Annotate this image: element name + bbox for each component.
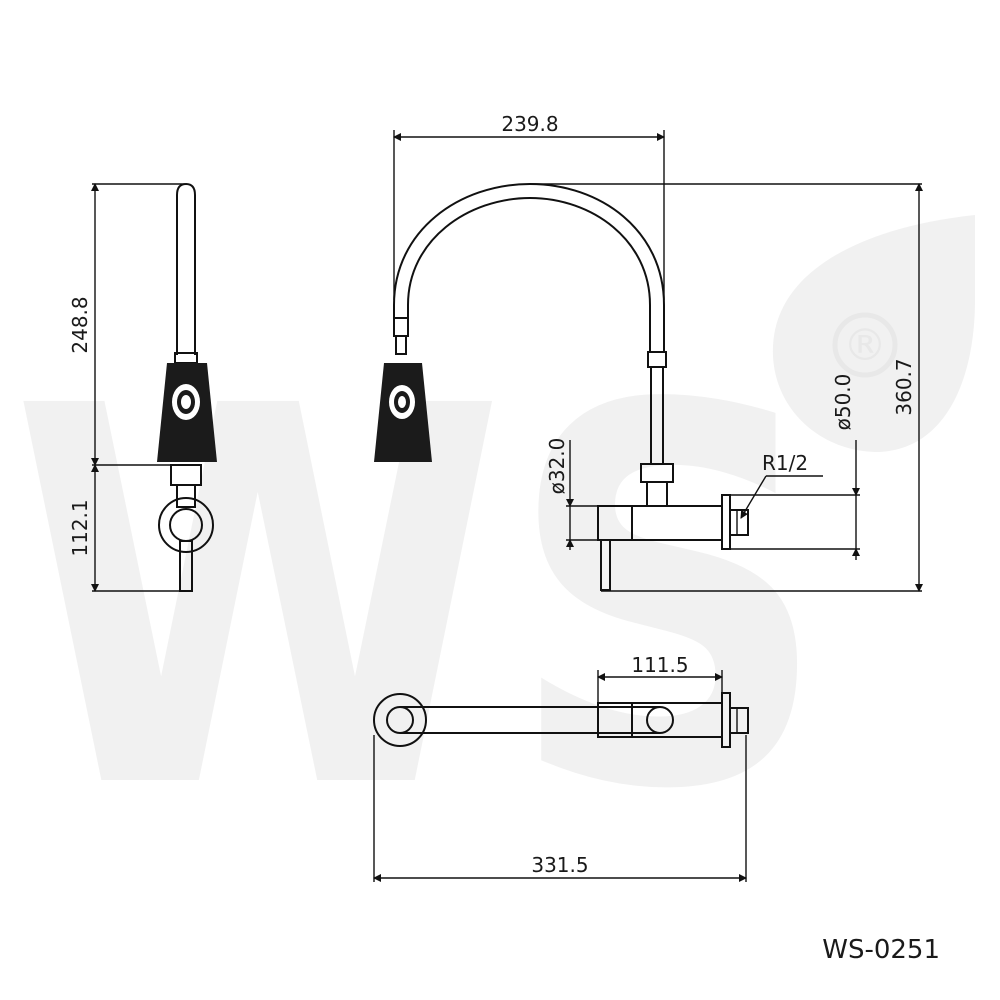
product-code: WS-0251 (822, 935, 940, 965)
top-view-thread (729, 707, 749, 734)
dim-thread: R1/2 (762, 451, 808, 475)
side-view-rod (176, 182, 196, 355)
watermark: WS ® (10, 215, 975, 903)
front-view-gooseneck-inner (407, 196, 651, 352)
dim-side-lower-height: 112.1 (68, 499, 92, 556)
dim-body-length: 111.5 (631, 653, 688, 677)
dim-body-diameter: ø50.0 (831, 374, 855, 431)
front-view-gooseneck-outer (393, 182, 665, 352)
front-view: 239.8 360.7 ø50.0 ø32.0 R1/2 (374, 112, 923, 592)
front-view-thread (729, 509, 749, 536)
registered-mark-circle (832, 312, 898, 378)
top-view-arm-end (646, 706, 674, 734)
side-view-button-core (181, 395, 191, 409)
side-view: 248.8 112.1 (68, 182, 217, 592)
side-view-neck (176, 484, 196, 508)
registered-mark: ® (843, 320, 887, 371)
top-view-base-outer (373, 693, 427, 747)
dim-spout-reach: 239.8 (501, 112, 558, 136)
dim-total-length: 331.5 (531, 853, 588, 877)
front-view-button-core (398, 396, 406, 408)
watermark-leaf (772, 215, 975, 452)
side-view-body-outer (158, 497, 214, 553)
dim-total-height: 360.7 (892, 358, 916, 415)
front-view-outlet (600, 539, 611, 591)
top-view: 111.5 331.5 (373, 653, 749, 882)
dim-side-upper-height: 248.8 (68, 296, 92, 353)
dim-base-diameter: ø32.0 (545, 438, 569, 495)
front-view-hose-neck (395, 335, 407, 355)
